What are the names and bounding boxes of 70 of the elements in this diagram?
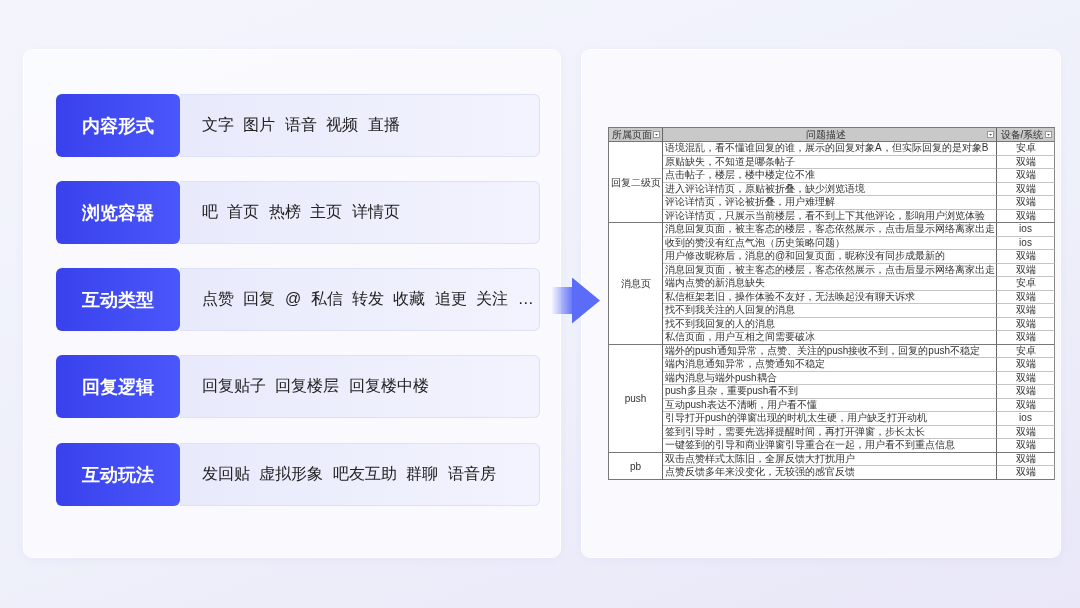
device-platform: 安卓 xyxy=(997,344,1055,358)
device-platform: ios xyxy=(997,223,1055,237)
page-name: pb xyxy=(609,452,663,480)
issue-description: 找不到我关注的人回复的消息 xyxy=(663,304,997,318)
issue-description: 评论详情页，评论被折叠，用户难理解 xyxy=(663,196,997,210)
table-card xyxy=(582,50,1060,557)
arrow xyxy=(552,277,600,324)
item-list-panel: 回复贴子 回复楼层 回复楼中楼 xyxy=(180,355,540,418)
category-tag: 内容形式 xyxy=(56,94,180,157)
device-platform: 双端 xyxy=(997,169,1055,183)
issue-description: 进入评论详情页，原贴被折叠，缺少浏览语境 xyxy=(663,182,997,196)
device-platform: 双端 xyxy=(997,439,1055,453)
device-platform: ios xyxy=(997,236,1055,250)
column-header: 所属页面 xyxy=(611,128,653,141)
issue-description: 引导打开push的弹窗出现的时机太生硬，用户缺乏打开动机 xyxy=(663,412,997,426)
issue-description: 消息回复页面，被主客态的楼层，客态依然展示，点击后显示网络离家出走 xyxy=(663,263,997,277)
issue-description: 一键签到的引导和商业弹窗引导重合在一起，用户看不到重点信息 xyxy=(663,439,997,453)
issue-description: 收到的赞没有红点气泡（历史策略问题） xyxy=(663,236,997,250)
category-tag: 回复逻辑 xyxy=(56,355,180,418)
device-platform: 双端 xyxy=(997,250,1055,264)
issue-description: 语境混乱，看不懂谁回复的谁，展示的回复对象A，但实际回复的是对象B xyxy=(663,142,997,156)
issue-description: 评论详情页，只展示当前楼层，看不到上下其他评论，影响用户浏览体验 xyxy=(663,209,997,223)
device-platform: 双端 xyxy=(997,358,1055,372)
issue-description: 签到引导时，需要先选择提醒时间，再打开弹窗，步长太长 xyxy=(663,425,997,439)
category-tag: 互动玩法 xyxy=(56,443,180,506)
issue-description: 端内消息与端外push耦合 xyxy=(663,371,997,385)
issue-description: 原贴缺失，不知道是哪条帖子 xyxy=(663,155,997,169)
device-platform: 双端 xyxy=(997,466,1055,480)
column-header: 问题描述 xyxy=(805,128,847,141)
device-platform: 安卓 xyxy=(997,277,1055,291)
issue-description: 私信页面，用户互相之间需要破冰 xyxy=(663,331,997,345)
item-list-panel: 吧 首页 热榜 主页 详情页 xyxy=(180,181,540,244)
device-platform: 双端 xyxy=(997,290,1055,304)
issue-description: 用户修改昵称后，消息的@和回复页面，昵称没有同步成最新的 xyxy=(663,250,997,264)
device-platform: 双端 xyxy=(997,317,1055,331)
issue-description: 双击点赞样式太陈旧，全屏反馈大打扰用户 xyxy=(663,452,997,466)
device-platform: ios xyxy=(997,412,1055,426)
issue-description: 端内消息通知异常，点赞通知不稳定 xyxy=(663,358,997,372)
device-platform: 双端 xyxy=(997,331,1055,345)
device-platform: 双端 xyxy=(997,425,1055,439)
issue-description: 点赞反馈多年来没变化，无较强的感官反馈 xyxy=(663,466,997,480)
issue-description: 消息回复页面，被主客态的楼层，客态依然展示，点击后显示网络离家出走 xyxy=(663,223,997,237)
category-tag: 互动类型 xyxy=(56,268,180,331)
column-header: 设备/系统 xyxy=(999,128,1045,141)
issue-description: 点击帖子，楼层，楼中楼定位不准 xyxy=(663,169,997,183)
page-name: push xyxy=(609,344,663,453)
device-platform: 双端 xyxy=(997,155,1055,169)
issue-description: 端内点赞的新消息缺失 xyxy=(663,277,997,291)
issue-description: 互动push表达不清晰，用户看不懂 xyxy=(663,398,997,412)
device-platform: 双端 xyxy=(997,398,1055,412)
device-platform: 双端 xyxy=(997,196,1055,210)
device-platform: 安卓 xyxy=(997,142,1055,156)
device-platform: 双端 xyxy=(997,304,1055,318)
page-name: 回复二级页 xyxy=(609,142,663,223)
item-list-panel: 点赞 回复 @ 私信 转发 收藏 追更 关注 … xyxy=(180,268,540,331)
category-tag: 浏览容器 xyxy=(56,181,180,244)
device-platform: 双端 xyxy=(997,182,1055,196)
item-list-panel: 文字 图片 语音 视频 直播 xyxy=(180,94,540,157)
device-platform: 双端 xyxy=(997,385,1055,399)
device-platform: 双端 xyxy=(997,452,1055,466)
page-name: 消息页 xyxy=(609,223,663,345)
category-card xyxy=(24,50,560,557)
issue-description: push多且杂，重要push看不到 xyxy=(663,385,997,399)
issue-description: 私信框架老旧，操作体验不友好，无法唤起没有聊天诉求 xyxy=(663,290,997,304)
device-platform: 双端 xyxy=(997,371,1055,385)
device-platform: 双端 xyxy=(997,263,1055,277)
issue-description: 找不到我回复的人的消息 xyxy=(663,317,997,331)
item-list-panel: 发回贴 虚拟形象 吧友互助 群聊 语音房 xyxy=(180,443,540,506)
issue-description: 端外的push通知异常，点赞、关注的push接收不到，回复的push不稳定 xyxy=(663,344,997,358)
device-platform: 双端 xyxy=(997,209,1055,223)
